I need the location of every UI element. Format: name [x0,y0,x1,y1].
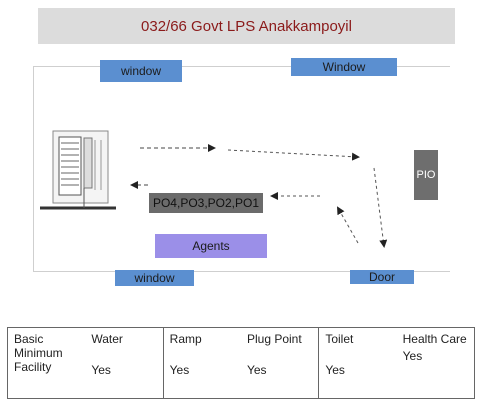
facility-table: Basic Minimum Facility Water Yes Ramp Ye… [7,327,475,399]
polling-officers-box: PO4,PO3,PO2,PO1 [149,193,263,213]
window-bottom-left: window [115,270,194,286]
room-wall-bottom [33,271,450,272]
room-wall-top [33,66,450,67]
door: Door [350,270,414,284]
window-top-right: Window [291,58,397,76]
pio-box: PIO [414,150,438,200]
voting-table-icon [40,130,116,210]
facility-name: Plug Point [246,332,302,346]
facility-value: Yes [402,349,423,363]
facility-label-cell: Basic Minimum Facility [7,327,86,399]
facility-value: Yes [325,363,345,377]
facility-name: Water [91,332,123,346]
facility-cell-plug-point: Plug Point Yes [240,327,320,399]
facility-cell-toilet: Toilet Yes [318,327,397,399]
facility-cell-health-care: Health Care Yes [396,327,475,399]
facility-value: Yes [91,363,111,377]
facility-label: Basic Minimum Facility [14,332,63,374]
facility-value: Yes [246,363,267,377]
facility-name: Health Care [402,332,467,346]
facility-name: Ramp [169,332,202,346]
agents-box: Agents [155,234,267,258]
facility-cell-ramp: Ramp Yes [163,327,241,399]
facility-value: Yes [169,363,190,377]
room-wall-left [33,66,34,271]
window-top-left: window [100,60,182,82]
diagram-title: 032/66 Govt LPS Anakkampoyil [38,8,455,44]
facility-name: Toilet [325,332,354,346]
facility-cell-water: Water Yes [85,327,164,399]
